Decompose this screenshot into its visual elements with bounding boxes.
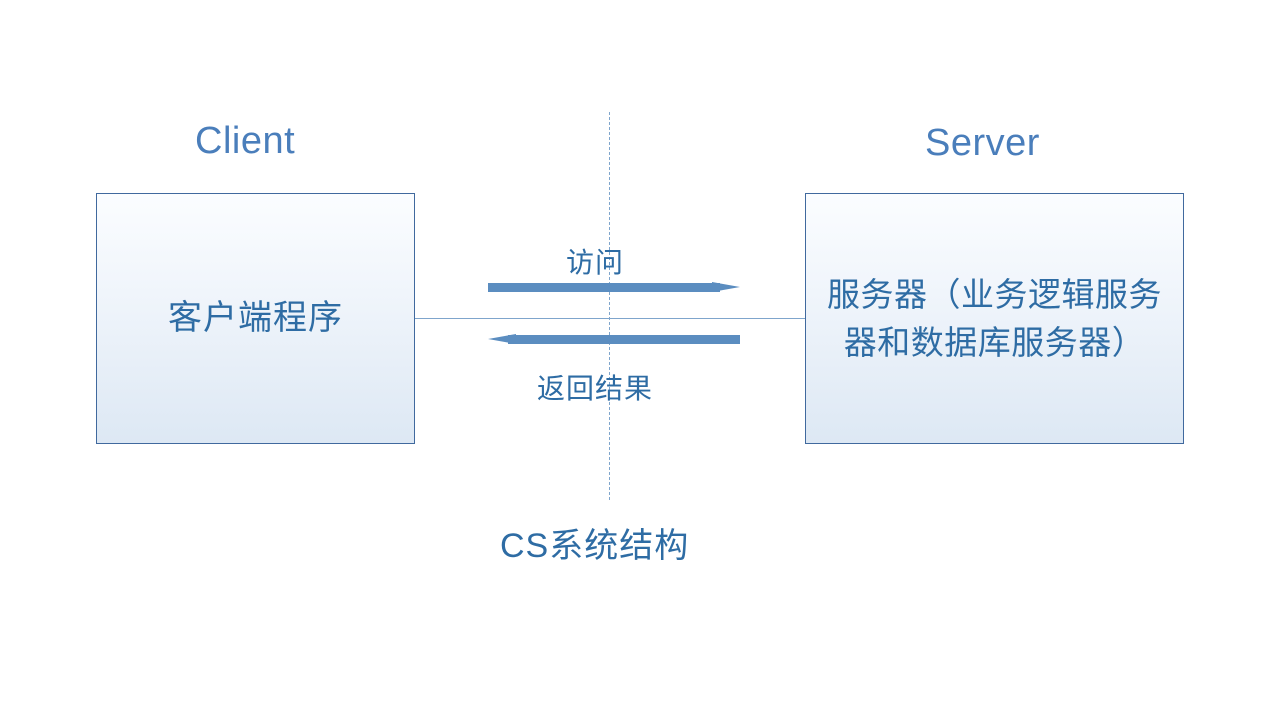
client-heading: Client: [195, 120, 296, 162]
server-heading: Server: [925, 122, 1040, 164]
response-arrow-label: 返回结果: [537, 373, 654, 404]
request-arrow-label: 访问: [566, 247, 625, 278]
request-arrow-head: [712, 282, 740, 292]
response-arrow-shaft: [508, 335, 740, 344]
request-arrow-shaft: [488, 283, 720, 292]
client-node-label: 客户端程序: [168, 299, 343, 338]
client-node: 客户端程序: [96, 193, 415, 444]
vertical-dashed-divider: [609, 112, 610, 500]
server-node: 服务器（业务逻辑服务器和数据库服务器）: [805, 193, 1184, 444]
request-arrow-icon: [488, 282, 740, 293]
response-arrow-icon: [488, 334, 740, 345]
diagram-caption: CS系统结构: [500, 527, 690, 565]
response-arrow-head: [488, 334, 516, 344]
connector-line: [415, 318, 805, 319]
server-node-label: 服务器（业务逻辑服务器和数据库服务器）: [827, 275, 1162, 361]
